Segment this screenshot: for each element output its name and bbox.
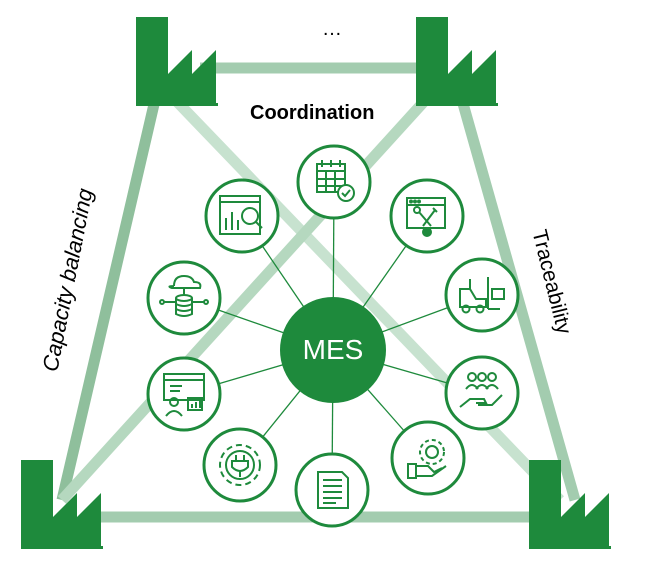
cloud-database-icon (146, 260, 222, 336)
browser-tools-icon (389, 178, 465, 254)
mes-hub (280, 297, 386, 403)
calendar-check-icon (296, 144, 372, 220)
gear-plug-icon (202, 427, 278, 503)
document-icon (294, 452, 370, 528)
team-hand-icon (444, 355, 520, 431)
mes-label: MES (302, 334, 364, 365)
factory-connections (56, 62, 581, 523)
analytics-magnifier-icon (204, 178, 280, 254)
factory-top-right (416, 17, 498, 106)
presenter-chart-icon (146, 356, 222, 432)
gear-hand-icon (390, 420, 466, 496)
forklift-icon (444, 257, 520, 333)
more-factories-ellipsis: … (322, 18, 342, 40)
factory-top-left (136, 17, 218, 106)
coordination-label: Coordination (250, 102, 375, 124)
